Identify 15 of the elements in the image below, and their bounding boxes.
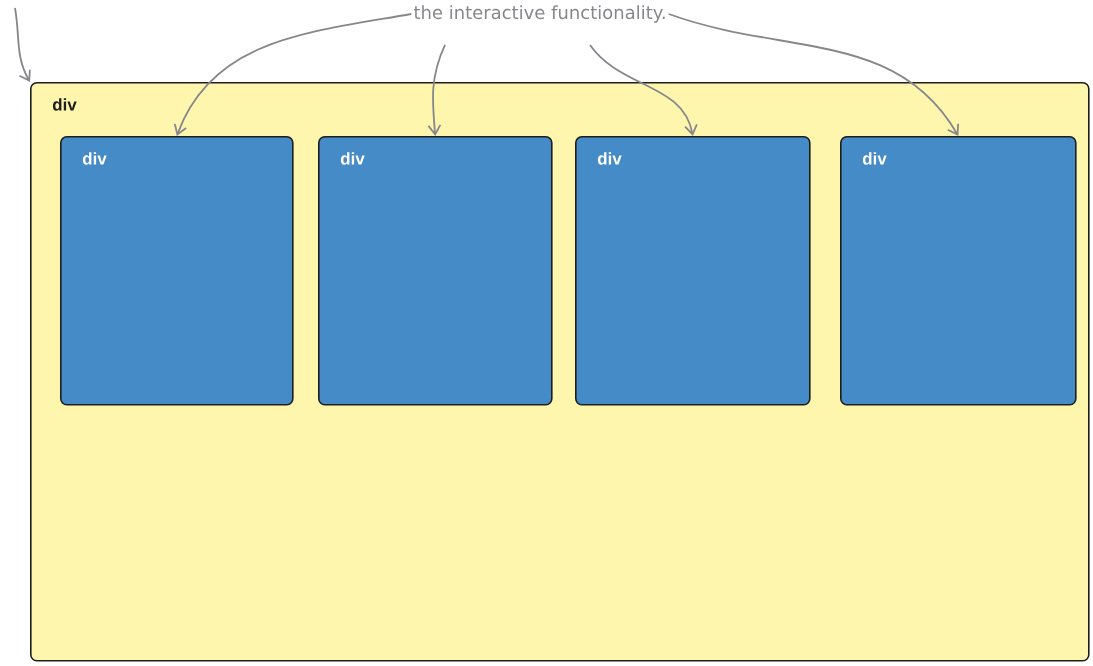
annotation-text: the interactive functionality. bbox=[413, 5, 665, 23]
div-box bbox=[60, 136, 294, 406]
arrow bbox=[14, 7, 31, 82]
arrow bbox=[589, 44, 698, 136]
box-label: div bbox=[340, 152, 365, 165]
box-label: div bbox=[82, 152, 107, 165]
arrow bbox=[173, 13, 413, 136]
div-box bbox=[318, 136, 553, 406]
div-box bbox=[575, 136, 811, 406]
box-label: div bbox=[52, 98, 77, 111]
div-box bbox=[840, 136, 1077, 406]
box-label: div bbox=[597, 152, 622, 165]
arrow bbox=[667, 13, 960, 136]
box-label: div bbox=[862, 152, 887, 165]
arrow bbox=[427, 44, 446, 136]
